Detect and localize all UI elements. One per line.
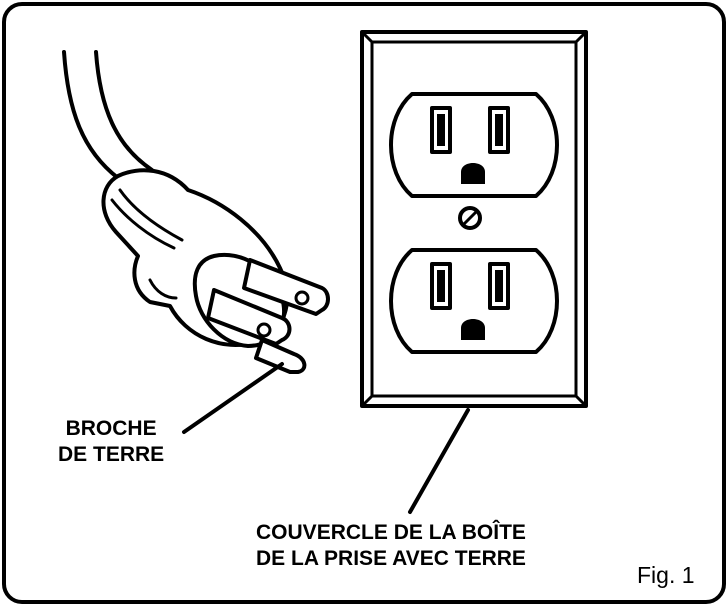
duplex-outlet-icon bbox=[389, 248, 559, 354]
figure-caption: Fig. 1 bbox=[637, 562, 695, 588]
duplex-outlet-icon bbox=[389, 92, 559, 198]
ground-pin-label-line2: DE TERRE bbox=[58, 443, 165, 467]
cover-label-line2: DE LA PRISE AVEC TERRE bbox=[256, 547, 526, 571]
cover-label: COUVERCLE DE LA BOÎTE DE LA PRISE AVEC T… bbox=[256, 520, 526, 573]
cover-label-line1: COUVERCLE DE LA BOÎTE bbox=[256, 521, 526, 544]
grounded-plug-icon bbox=[62, 50, 330, 374]
ground-pin-label: BROCHE DE TERRE bbox=[58, 416, 164, 469]
cover-leader-line bbox=[408, 408, 470, 514]
ground-pin-leader-line bbox=[182, 362, 284, 434]
ground-pin-label-line1: BROCHE bbox=[65, 417, 157, 440]
cover-plate-screw-icon bbox=[458, 206, 482, 230]
